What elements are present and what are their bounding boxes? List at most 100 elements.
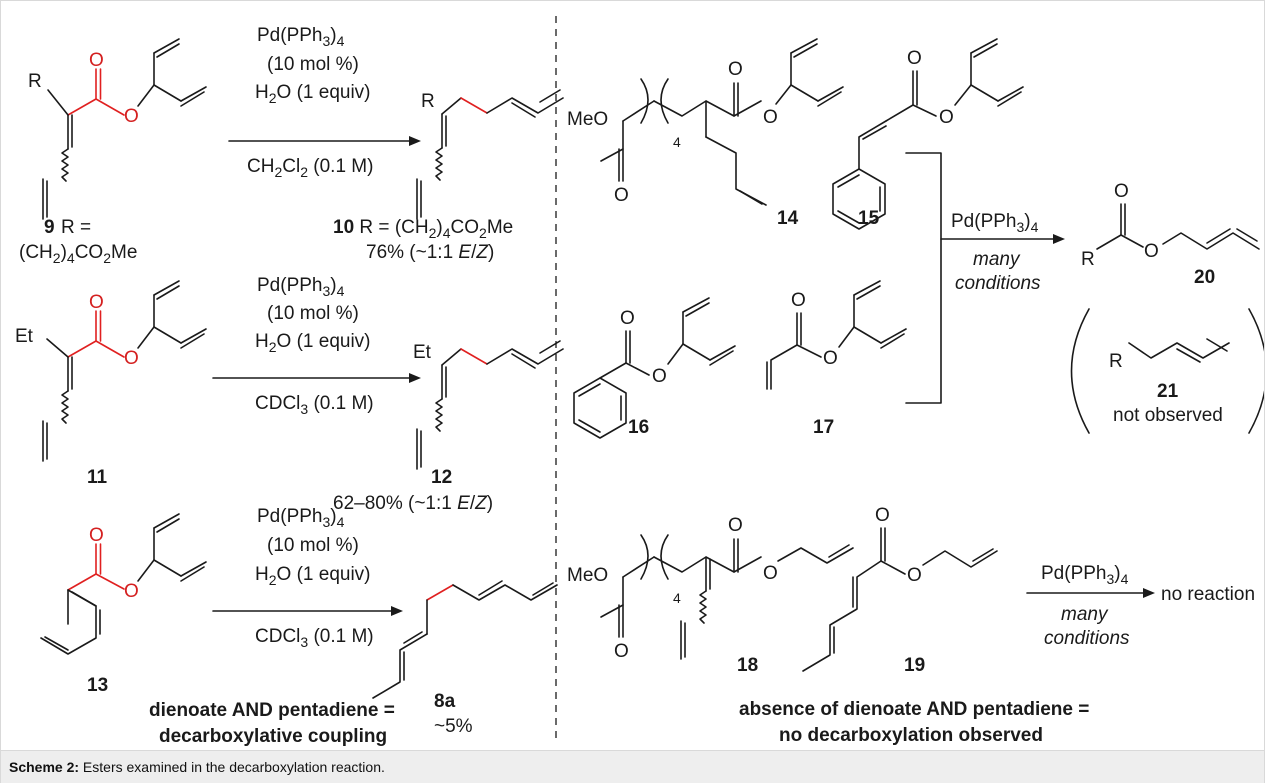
scheme-diagram: R O O 9 R = (CH2)4CO2Me Pd(PPh3)4 (10 mo… — [15, 16, 1264, 747]
condition-loading-3: (10 mol %) — [267, 535, 359, 556]
figure-caption: Scheme 2: Esters examined in the decarbo… — [9, 759, 385, 775]
condition-catalyst-4: Pd(PPh3)4 — [951, 211, 1039, 235]
ester-o-20: O — [1144, 241, 1159, 262]
condition-solvent-2: CDCl3 (0.1 M) — [255, 393, 374, 417]
compound-label-18: 18 — [737, 655, 758, 676]
right-conclusion-line2: no decarboxylation observed — [779, 725, 1043, 746]
condition-loading-2: (10 mol %) — [267, 303, 359, 324]
no-reaction: no reaction — [1161, 584, 1255, 605]
substituent-r-21: R — [1109, 351, 1123, 372]
compound-label-14: 14 — [777, 208, 799, 229]
condition-catalyst-1: Pd(PPh3)4 — [257, 25, 345, 49]
ester-o-16: O — [652, 366, 667, 387]
condition-many-4: many — [973, 249, 1021, 270]
substituent-r-10: R — [421, 91, 435, 112]
reaction-arrow-1: Pd(PPh3)4 (10 mol %) H2O (1 equiv) CH2Cl… — [228, 25, 421, 180]
compound-label-19: 19 — [904, 655, 925, 676]
carbonyl-o-20: O — [1114, 181, 1129, 202]
r-group-10: 10 R = (CH2)4CO2Me — [333, 217, 513, 241]
structure-11: Et O O 11 — [15, 280, 207, 488]
ester-o-13: O — [124, 581, 139, 602]
structure-12: Et 12 62–80% (~1:1 E/Z) — [333, 340, 564, 514]
structure-16: O O 16 — [573, 297, 736, 439]
ester-o-17: O — [823, 348, 838, 369]
carbonyl-o-18a: O — [614, 641, 629, 662]
chain-count-14: 4 — [673, 134, 681, 150]
methoxy-14: MeO — [567, 109, 608, 130]
condition-water-2: H2O (1 equiv) — [255, 331, 371, 355]
condition-catalyst-3: Pd(PPh3)4 — [257, 506, 345, 530]
structure-9: R O O 9 R = (CH2)4CO2Me — [19, 38, 207, 266]
caption-label: Scheme 2: — [9, 759, 80, 775]
structure-20: R O O 20 — [1081, 181, 1260, 288]
condition-catalyst-5: Pd(PPh3)4 — [1041, 563, 1129, 587]
structure-19: O O 19 — [802, 505, 998, 676]
compound-label-17: 17 — [813, 417, 834, 438]
carbonyl-o-14b: O — [728, 59, 743, 80]
carbonyl-o-13: O — [89, 525, 104, 546]
caption-text: Esters examined in the decarboxylation r… — [79, 759, 385, 775]
left-conclusion-line1: dienoate AND pentadiene = — [149, 700, 395, 721]
condition-loading-1: (10 mol %) — [267, 54, 359, 75]
carbonyl-o-17: O — [791, 290, 806, 311]
caption-bar: Scheme 2: Esters examined in the decarbo… — [1, 750, 1264, 783]
compound-label-9: 9 — [44, 217, 55, 238]
left-conclusion-line2: decarboxylative coupling — [159, 726, 387, 747]
methoxy-18: MeO — [567, 565, 608, 586]
compound-label-20: 20 — [1194, 267, 1215, 288]
compound-label-15: 15 — [858, 208, 880, 229]
substituent-et-12: Et — [413, 342, 432, 363]
yield-12: 62–80% (~1:1 E/Z) — [333, 493, 493, 514]
condition-catalyst-2: Pd(PPh3)4 — [257, 275, 345, 299]
ester-o-15: O — [939, 107, 954, 128]
structure-10: R 10 R = (CH2)4CO2Me 76% (~1:1 E/Z) — [333, 89, 564, 263]
condition-conditions-4: conditions — [955, 273, 1041, 294]
condition-solvent-3: CDCl3 (0.1 M) — [255, 626, 374, 650]
carbonyl-o-15: O — [907, 48, 922, 69]
ester-o-9: O — [124, 106, 139, 127]
condition-water-3: H2O (1 equiv) — [255, 564, 371, 588]
r-group-9: (CH2)4CO2Me — [19, 242, 137, 266]
compound-label-11: 11 — [87, 467, 108, 488]
reaction-arrow-5: Pd(PPh3)4 many conditions no reaction — [1026, 563, 1255, 649]
right-conclusion-line1: absence of dienoate AND pentadiene = — [739, 699, 1089, 720]
compound-label-13: 13 — [87, 675, 108, 696]
ester-o-11: O — [124, 348, 139, 369]
reaction-arrow-2: Pd(PPh3)4 (10 mol %) H2O (1 equiv) CDCl3… — [212, 275, 421, 417]
structure-13: O O 13 — [40, 513, 207, 696]
carbonyl-o-19: O — [875, 505, 890, 526]
structure-8a: 8a ~5% — [372, 580, 558, 737]
condition-many-5: many — [1061, 604, 1109, 625]
structure-15: O O 15 — [832, 38, 1024, 230]
structure-18: MeO O O O 4 18 — [567, 515, 854, 676]
condition-solvent-1: CH2Cl2 (0.1 M) — [247, 156, 373, 180]
ester-o-19: O — [907, 565, 922, 586]
yield-10: 76% (~1:1 E/Z) — [366, 242, 494, 263]
compound-label-8a: 8a — [434, 691, 456, 712]
structure-21: R 21 not observed — [1070, 308, 1264, 434]
substituent-r-9: R — [28, 71, 42, 92]
condition-water-1: H2O (1 equiv) — [255, 82, 371, 106]
carbonyl-o-16: O — [620, 308, 635, 329]
compound-label-12: 12 — [431, 467, 452, 488]
r-definition-9: R = — [61, 217, 91, 238]
structure-14: MeO O O O 4 14 — [567, 38, 844, 229]
not-observed-21: not observed — [1113, 405, 1223, 426]
compound-label-16: 16 — [628, 417, 649, 438]
carbonyl-o-11: O — [89, 292, 104, 313]
condition-conditions-5: conditions — [1044, 628, 1130, 649]
ester-o-14: O — [763, 107, 778, 128]
carbonyl-o-9: O — [89, 50, 104, 71]
carbonyl-o-18b: O — [728, 515, 743, 536]
substituent-et-11: Et — [15, 326, 34, 347]
compound-label-21: 21 — [1157, 381, 1179, 402]
convergence-arrow: Pd(PPh3)4 many conditions — [905, 152, 1065, 404]
reaction-arrow-3: Pd(PPh3)4 (10 mol %) H2O (1 equiv) CDCl3… — [212, 506, 403, 650]
chain-count-18: 4 — [673, 590, 681, 606]
ester-o-18: O — [763, 563, 778, 584]
substituent-r-20: R — [1081, 249, 1095, 270]
yield-8a: ~5% — [434, 716, 473, 737]
carbonyl-o-14a: O — [614, 185, 629, 206]
structure-17: O O 17 — [766, 280, 907, 438]
